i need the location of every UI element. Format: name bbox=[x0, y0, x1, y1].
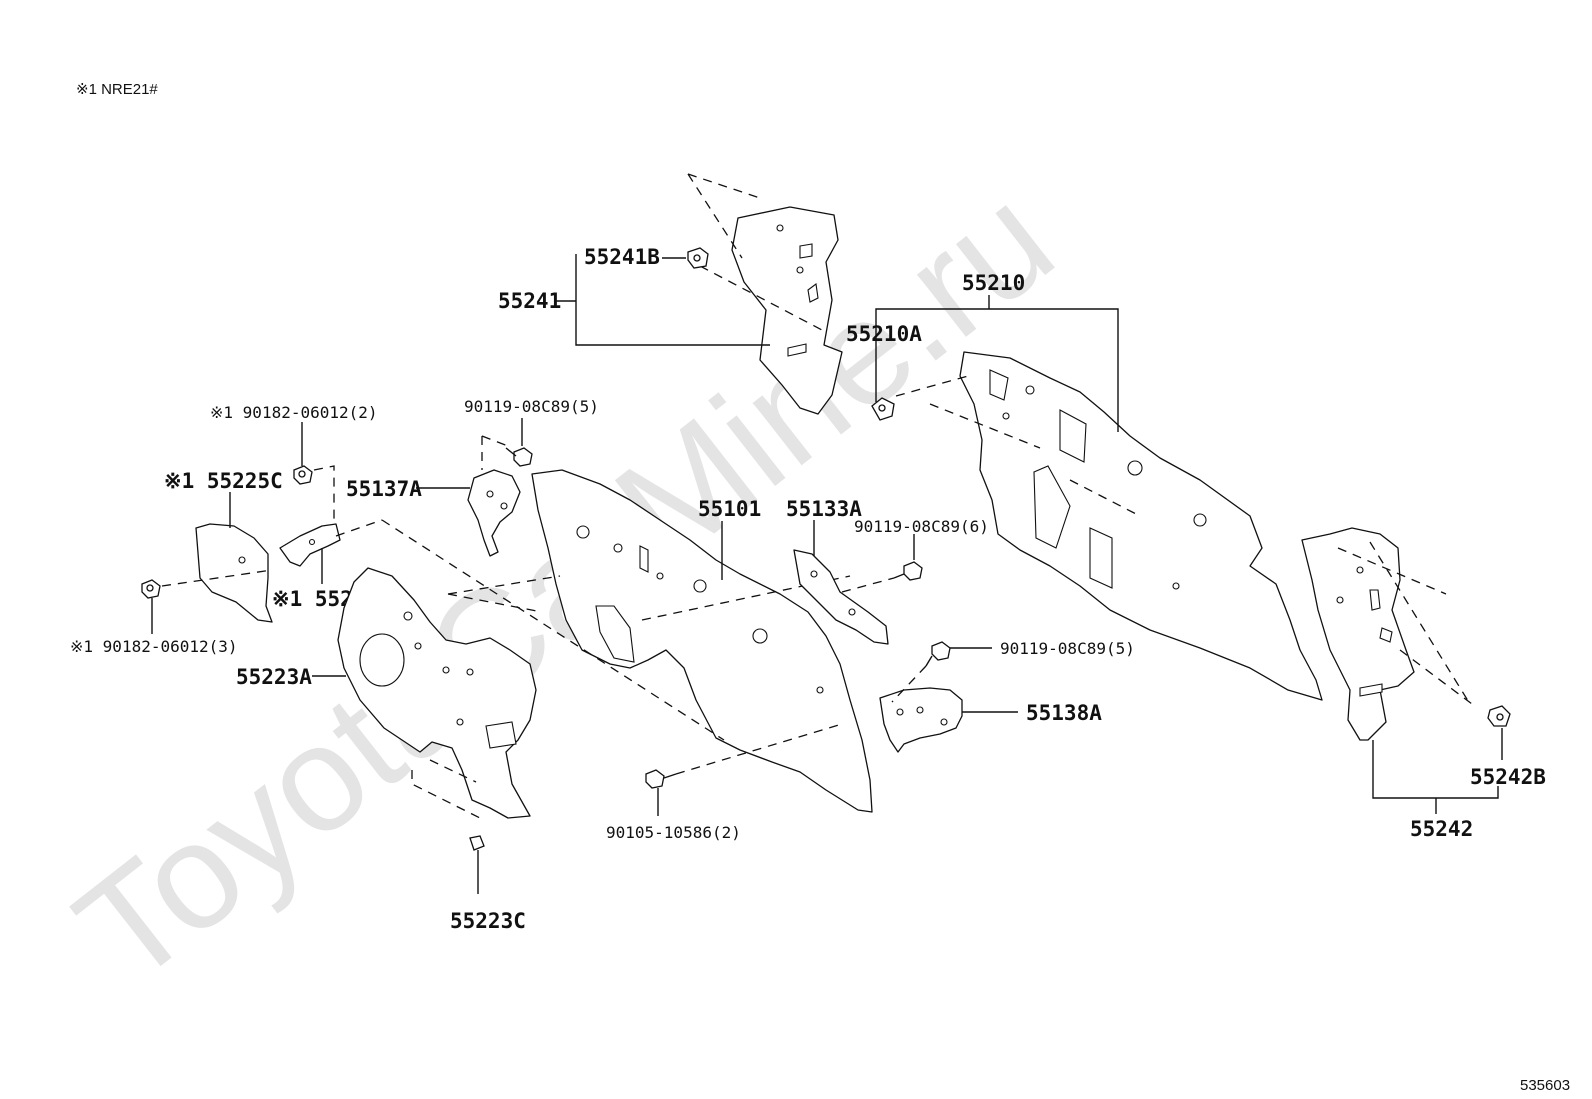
nut-90182-06012-2[interactable] bbox=[293, 465, 313, 485]
label-90119-08C89-6: 90119-08C89(6) bbox=[854, 517, 989, 536]
part-55225C-cover[interactable] bbox=[195, 523, 273, 623]
label-55241B: 55241B bbox=[584, 245, 660, 269]
label-55241: 55241 bbox=[498, 289, 561, 313]
label-55242: 55242 bbox=[1410, 817, 1473, 841]
label-55223C: 55223C bbox=[450, 909, 526, 933]
bolt-90105-10586[interactable] bbox=[645, 769, 677, 789]
label-55242B: 55242B bbox=[1470, 765, 1546, 789]
clip-55242B[interactable] bbox=[1487, 705, 1511, 727]
part-55229-bracket[interactable] bbox=[279, 523, 341, 567]
part-55242-panel[interactable] bbox=[1301, 527, 1415, 741]
label-55210: 55210 bbox=[962, 271, 1025, 295]
label-90105-10586: 90105-10586(2) bbox=[606, 823, 741, 842]
label-55101: 55101 bbox=[698, 497, 761, 521]
label-90182-06012-3: ※1 90182-06012(3) bbox=[70, 637, 238, 656]
label-55133A: 55133A bbox=[786, 497, 862, 521]
part-55223A-panel[interactable] bbox=[337, 567, 537, 819]
clip-55210A[interactable] bbox=[871, 397, 895, 421]
model-note: ※1 NRE21# bbox=[76, 81, 158, 98]
label-55225C: ※1 55225C bbox=[164, 469, 283, 493]
diagram-id: 535603 bbox=[1520, 1077, 1570, 1094]
label-55210A: 55210A bbox=[846, 322, 922, 346]
clip-55241B[interactable] bbox=[687, 247, 709, 269]
part-55137A-bracket[interactable] bbox=[467, 469, 521, 557]
label-90119-08C89-top: 90119-08C89(5) bbox=[464, 397, 599, 416]
label-55137A: 55137A bbox=[346, 477, 422, 501]
part-55210-panel[interactable] bbox=[959, 351, 1323, 701]
label-55138A: 55138A bbox=[1026, 701, 1102, 725]
part-55133A-bracket[interactable] bbox=[793, 549, 889, 645]
label-90182-06012-2: ※1 90182-06012(2) bbox=[210, 403, 378, 422]
clip-55223C[interactable] bbox=[469, 835, 485, 851]
bolt-90119-08C89-top[interactable] bbox=[505, 447, 533, 467]
part-55138A-bracket[interactable] bbox=[879, 687, 963, 753]
label-90119-08C89-mid: 90119-08C89(5) bbox=[1000, 639, 1135, 658]
part-55101-panel[interactable] bbox=[531, 469, 873, 813]
bolt-90119-08C89-mid[interactable] bbox=[925, 641, 951, 667]
bolt-90119-08C89-6[interactable] bbox=[893, 561, 923, 581]
nut-90182-06012-3[interactable] bbox=[141, 579, 161, 599]
label-55223A: 55223A bbox=[236, 665, 312, 689]
part-55241-panel[interactable] bbox=[731, 206, 843, 415]
